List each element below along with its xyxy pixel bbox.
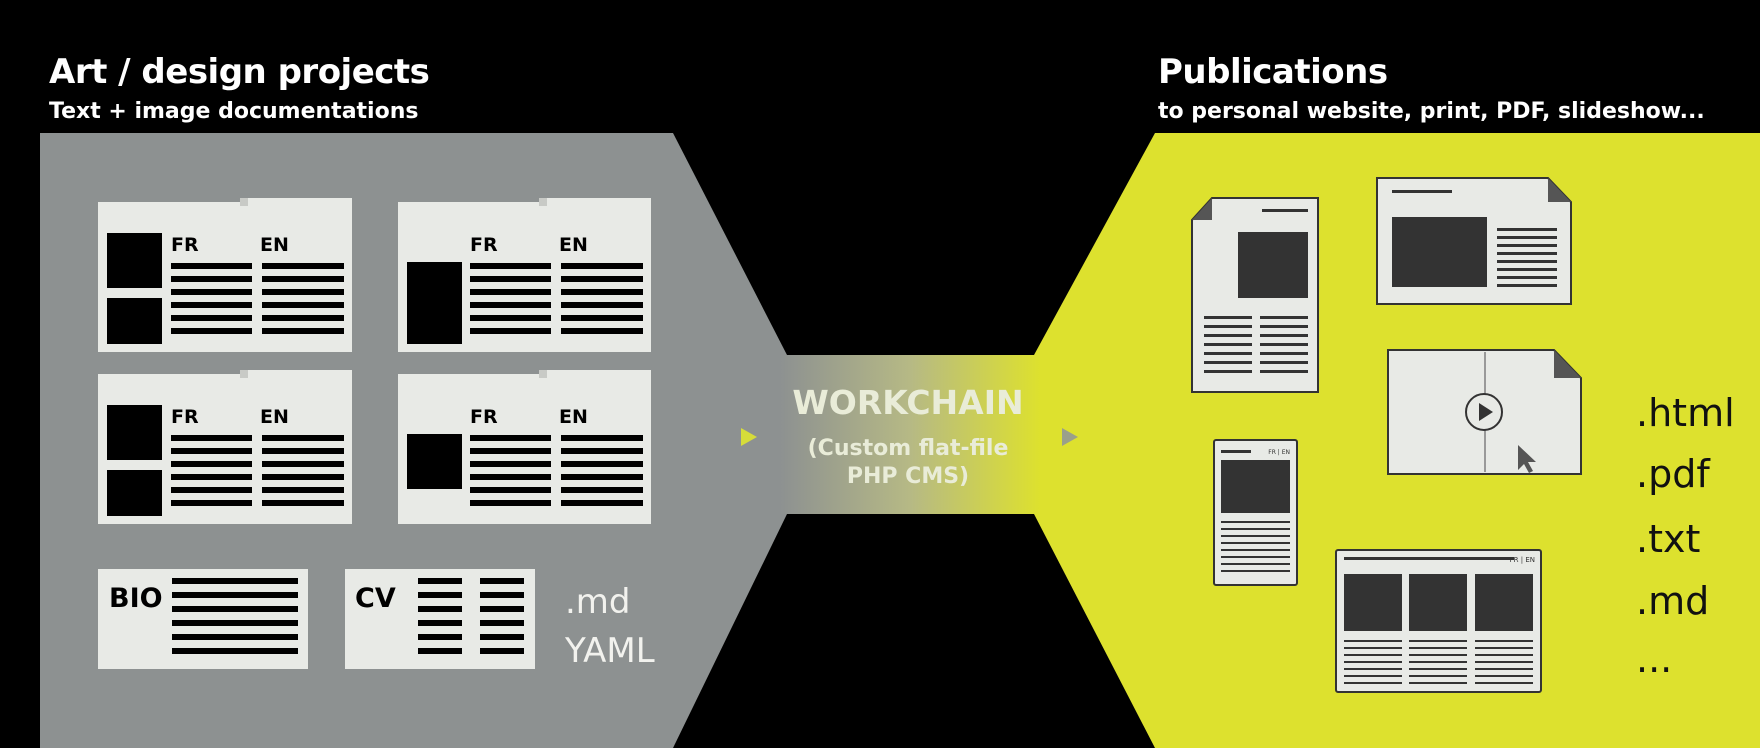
image-block	[107, 470, 162, 516]
left-title: Art / design projects	[49, 52, 430, 92]
workchain-line2: PHP CMS)	[847, 464, 969, 489]
image-block	[107, 405, 162, 460]
format-md: .md	[565, 582, 631, 622]
format-html: .html	[1636, 391, 1735, 435]
mini-lang-label: FR | EN	[1268, 449, 1290, 456]
arrow-right-icon	[1062, 428, 1078, 446]
image-block	[407, 434, 462, 489]
format-txt: .txt	[1636, 517, 1700, 561]
mobile-page: FR | EN	[1213, 439, 1298, 586]
landscape-page	[1376, 177, 1572, 305]
bio-label: BIO	[109, 583, 163, 614]
print-page	[1191, 197, 1319, 393]
lang-label-en: EN	[260, 406, 289, 428]
website-page: FR | EN	[1335, 549, 1542, 693]
format-ellipsis: ...	[1636, 637, 1672, 681]
slideshow-page	[1387, 349, 1582, 475]
image-block	[407, 262, 462, 344]
cursor-icon	[1518, 445, 1536, 473]
image-block	[107, 298, 162, 344]
format-md: .md	[1636, 579, 1709, 623]
workchain-title: WORKCHAIN	[792, 383, 1023, 422]
text-lines	[171, 263, 643, 506]
lang-label-en: EN	[559, 406, 588, 428]
lang-label-fr: FR	[470, 406, 498, 428]
lang-label-en: EN	[559, 234, 588, 256]
workchain-line1: (Custom flat-file	[808, 436, 1009, 461]
workchain-band	[780, 355, 1040, 514]
lang-label-fr: FR	[171, 406, 199, 428]
arrow-right-icon	[741, 428, 757, 446]
mini-lang-label: FR | EN	[1510, 556, 1535, 564]
play-triangle-icon	[1479, 403, 1493, 421]
lang-label-en: EN	[260, 234, 289, 256]
lang-label-fr: FR	[171, 234, 199, 256]
right-subtitle: to personal website, print, PDF, slidesh…	[1158, 99, 1705, 124]
cv-label: CV	[355, 583, 396, 614]
image-block	[107, 233, 162, 288]
right-title: Publications	[1158, 52, 1388, 92]
left-subtitle: Text + image documentations	[49, 99, 419, 124]
format-yaml: YAML	[564, 631, 655, 671]
format-pdf: .pdf	[1636, 452, 1711, 496]
lang-label-fr: FR	[470, 234, 498, 256]
